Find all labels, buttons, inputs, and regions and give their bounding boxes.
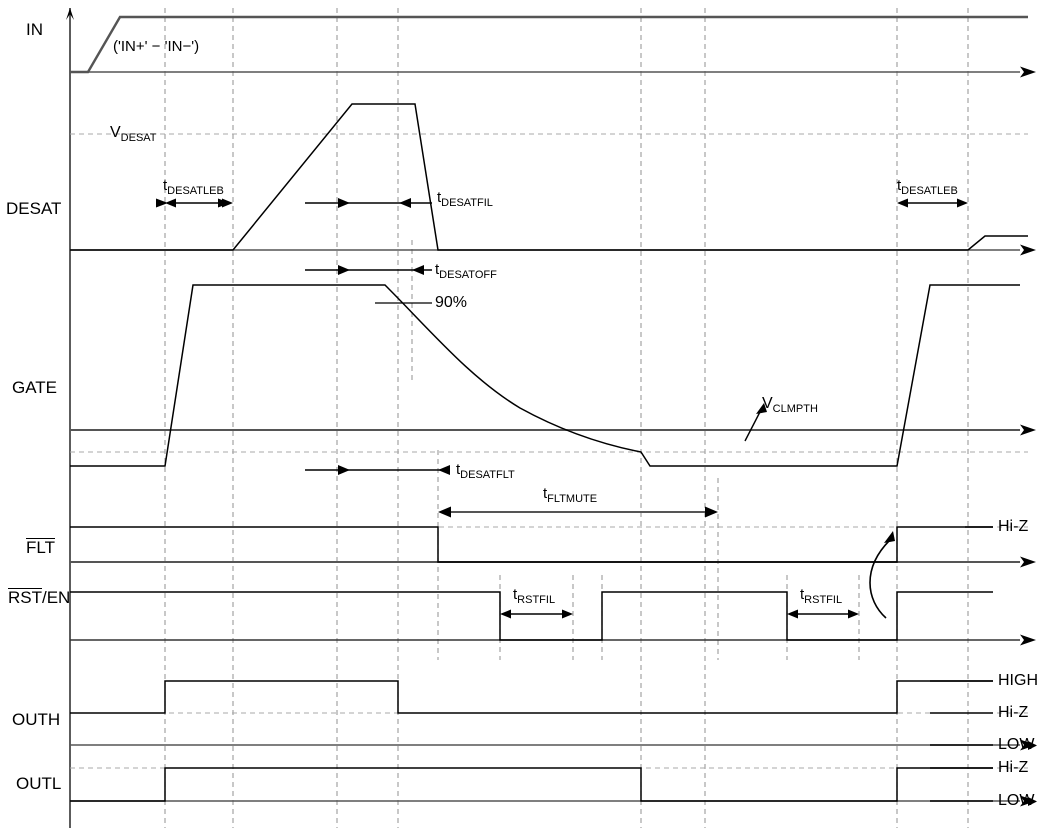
gate-waveform [70,284,1020,467]
t-desatleb-2-label: tDESATLEB [897,177,958,197]
t-desatflt-label: tDESATFLT [456,461,515,481]
grid-vertical-lines [164,8,969,828]
t-desatleb-1-sub: DESATLEB [167,185,224,197]
desat-axis-arrowhead [1020,244,1036,256]
right-label-outh-low: LOW [998,736,1035,753]
vclmpth-base: V [762,395,773,412]
t-desatleb-1-base: t [163,177,168,194]
right-label-leaders [930,526,993,802]
t-rstfil-1-base: t [513,586,518,603]
flt-overline-text: FLT [26,538,55,557]
grid-vertical-short-lines [411,240,860,660]
right-label-outl-hiz: Hi-Z [998,759,1029,776]
vdesat-sub: DESAT [120,132,157,145]
vdesat-label: VDESAT [110,124,157,144]
t-desatleb-2-arrow [897,198,968,208]
vclmpth-label: VCLMPTH [762,395,818,415]
right-label-outh-high: HIGH [998,672,1038,689]
rsten-waveform [70,591,993,641]
outh-low-triangle-marker [1028,741,1037,750]
in-axis-arrowhead [1020,66,1036,78]
in-expression-label: ('IN+' − 'IN−') [113,38,200,55]
rsten-overline-text: RST [8,588,42,607]
t-desatleb-2-sub: DESATLEB [901,185,958,197]
rsten-axis-arrowhead [1020,634,1036,646]
signal-label-flt: FLT [26,538,55,558]
t-rstfil-1-label: tRSTFIL [513,586,555,606]
t-desatleb-2-base: t [897,177,902,194]
outl-waveform [70,767,993,802]
vclmpth-callout-line [744,407,763,442]
t-desatoff-base: t [435,261,440,278]
t-desatflt-base: t [456,461,461,478]
signal-label-desat: DESAT [6,199,62,218]
t-rstfil-1-sub: RSTFIL [517,594,556,606]
t-rstfil-1-arrow [500,609,573,619]
vdesat-base: V [110,124,121,141]
outh-waveform [70,680,993,714]
t-desatflt-arrow [305,465,450,475]
t-desatoff-sub: DESATOFF [439,269,497,281]
right-label-flt-hiz: Hi-Z [998,518,1029,535]
t-desatleb-1-arrow [156,198,233,208]
signal-label-in: IN [26,20,43,39]
t-fltmute-label: tFLTMUTE [543,485,597,505]
t-rstfil-2-sub: RSTFIL [804,594,843,606]
t-desatoff-arrow [305,265,432,275]
t-desatfil-base: t [437,189,442,206]
desat-waveform [70,103,1028,251]
t-fltmute-arrow [438,506,718,518]
t-desatfil-label: tDESATFIL [437,189,493,209]
vclmpth-callout-arrowhead [756,403,767,414]
right-label-outh-hiz: Hi-Z [998,704,1029,721]
axis-arrow-top [66,8,74,20]
t-desatflt-sub: DESATFLT [460,469,515,481]
t-fltmute-base: t [543,485,548,502]
t-desatfil-sub: DESATFIL [441,197,493,209]
signal-label-gate: GATE [12,378,58,397]
flt-recover-curved-arrow [869,539,891,619]
signal-label-rsten: RST/EN [8,588,70,608]
flt-waveform [70,526,993,563]
t-desatoff-label: tDESATOFF [435,261,497,281]
t-desatleb-1-label: tDESATLEB [163,177,224,197]
right-label-outl-low: LOW [998,792,1035,809]
gate-axis-arrowhead [1020,424,1036,436]
flt-recover-arrowhead [884,531,895,543]
ninety-percent-label: 90% [435,294,468,311]
signal-label-outh: OUTH [12,710,61,729]
t-rstfil-2-arrow [787,609,859,619]
vclmpth-sub: CLMPTH [772,403,818,416]
t-rstfil-2-base: t [800,586,805,603]
t-desatfil-arrow [305,198,432,208]
outl-low-triangle-marker [1028,797,1037,806]
t-rstfil-2-label: tRSTFIL [800,586,842,606]
in-waveform [70,15,1028,74]
flt-axis-arrowhead [1020,556,1036,568]
signal-label-outl: OUTL [16,774,62,793]
rsten-suffix-text: /EN [42,588,71,607]
t-fltmute-sub: FLTMUTE [547,493,598,505]
